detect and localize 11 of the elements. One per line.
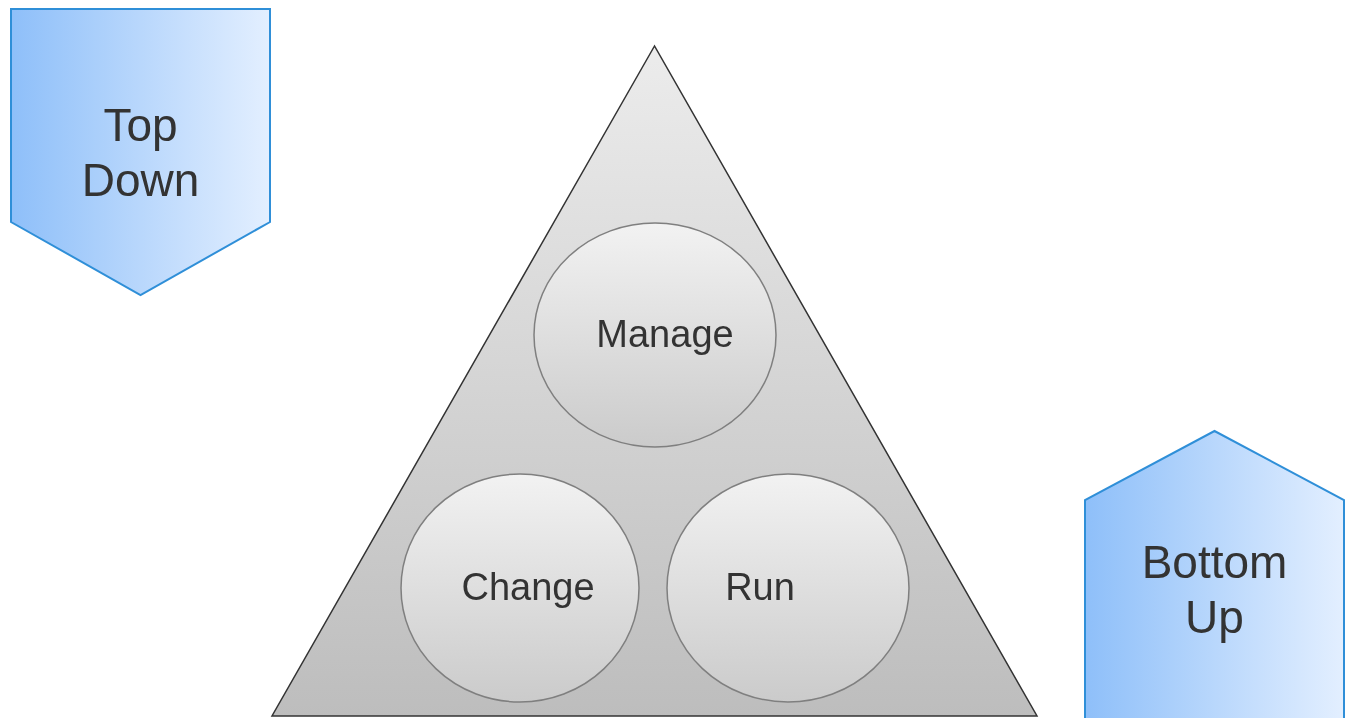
node-label: Change [460,565,596,611]
up-arrow-banner [1084,430,1345,718]
down-arrow-banner [10,8,271,296]
node-label: Bottom Up [1140,535,1289,646]
node-label: Manage [595,312,735,358]
triangle [271,45,1038,717]
node-label: Run [724,565,796,611]
circle-node [400,473,640,703]
circle-node [666,473,910,703]
node-label: Top Down [80,98,201,209]
circle-node [533,222,777,448]
